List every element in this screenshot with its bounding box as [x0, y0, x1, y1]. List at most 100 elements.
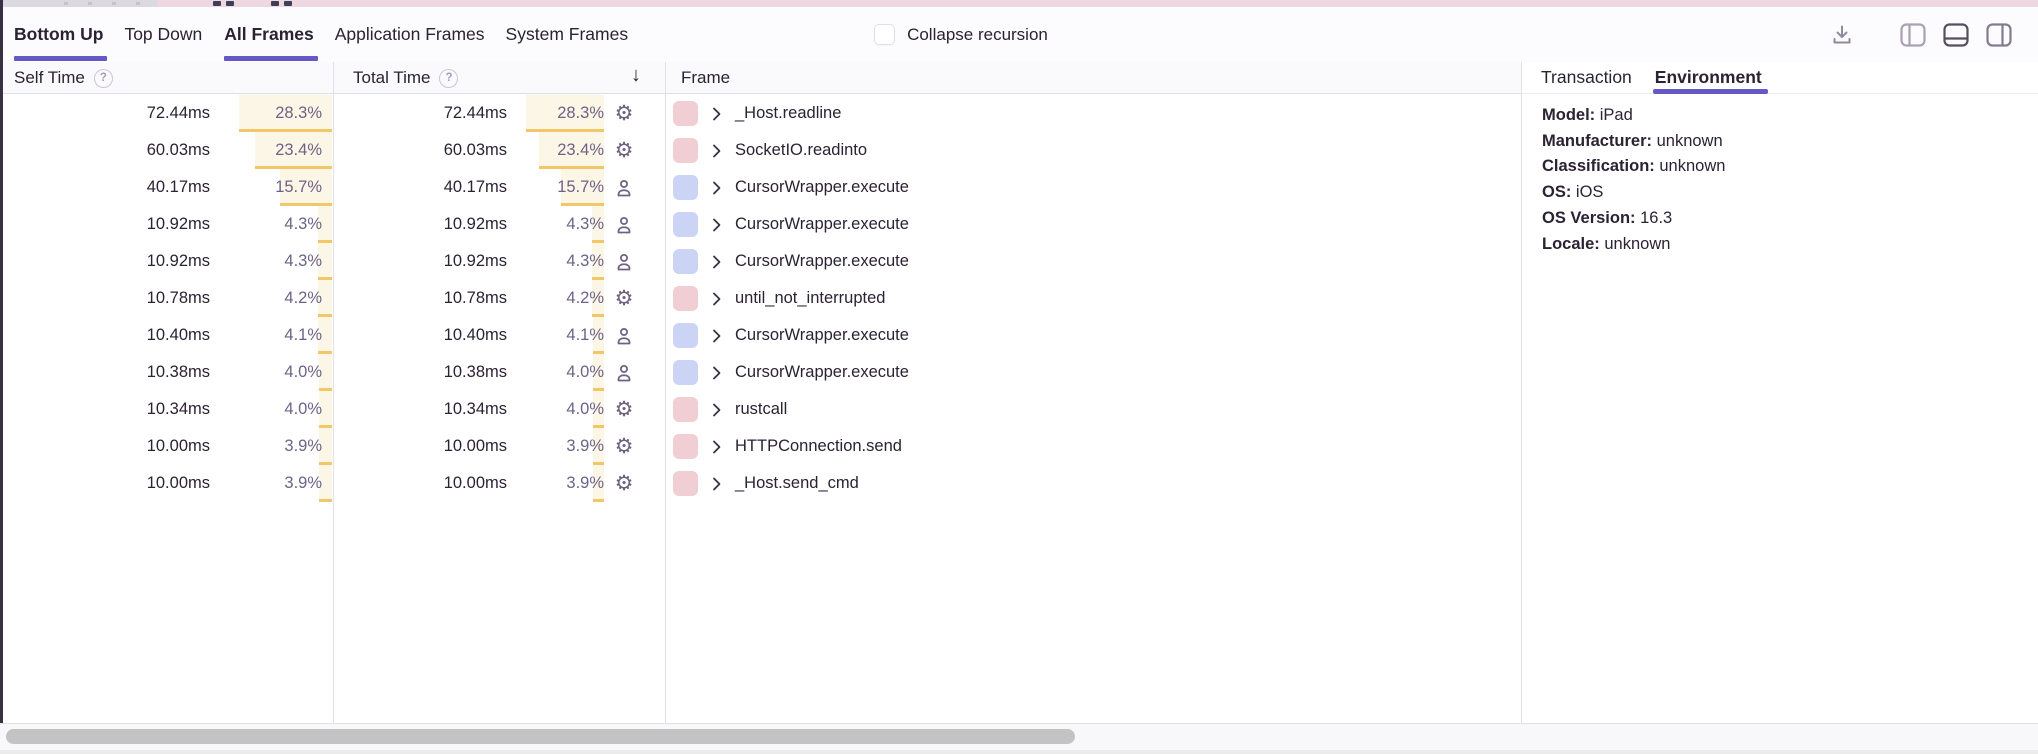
self-time-percent-bar: [318, 280, 332, 317]
self-time-percent-bar: [319, 465, 332, 502]
self-time-value: 72.44ms: [146, 104, 210, 122]
flamegraph-minimap-edge: [0, 0, 2038, 7]
total-time-percent-bar: [592, 280, 604, 317]
self-time-value: 10.92ms: [146, 252, 210, 270]
total-time-value: 40.17ms: [443, 178, 507, 196]
environment-value: unknown: [1654, 157, 1726, 176]
system-frame-gear-icon: ⚙: [614, 101, 634, 125]
chevron-right-icon[interactable]: [712, 140, 726, 161]
total-time-percent-bar: [525, 95, 604, 132]
chevron-right-icon[interactable]: [712, 362, 726, 383]
chevron-right-icon[interactable]: [712, 436, 726, 457]
tab-all-frames[interactable]: All Frames: [224, 7, 319, 62]
collapse-recursion-checkbox[interactable]: [874, 24, 896, 45]
chevron-right-icon[interactable]: [712, 251, 726, 272]
total-time-value: 60.03ms: [443, 141, 507, 159]
environment-line: Classification: unknown: [1542, 154, 2018, 180]
total-time-percent: 3.9%: [566, 437, 604, 455]
environment-line: OS: iOS: [1542, 180, 2018, 206]
frame-table-panel: Self Time ? Total Time ? ↓ Frame 72.44ms…: [0, 62, 1521, 723]
chevron-right-icon[interactable]: [712, 473, 726, 494]
total-time-percent-bar: [593, 428, 604, 465]
chevron-right-icon[interactable]: [712, 103, 726, 124]
total-time-percent: 23.4%: [557, 141, 604, 159]
environment-line: OS Version: 16.3: [1542, 206, 2018, 232]
horizontal-scrollbar-thumb[interactable]: [6, 729, 1075, 744]
self-time-value: 10.00ms: [146, 437, 210, 455]
self-time-percent: 28.3%: [275, 104, 322, 122]
system-frame-gear-icon: ⚙: [614, 471, 634, 495]
application-frame-user-icon: [610, 206, 638, 243]
tab-bottom-up[interactable]: Bottom Up: [14, 7, 108, 62]
tab-transaction[interactable]: Transaction: [1541, 67, 1632, 87]
help-icon[interactable]: ?: [439, 68, 459, 88]
self-time-value: 60.03ms: [146, 141, 210, 159]
environment-value: iOS: [1571, 183, 1604, 202]
frame-color-swatch: [673, 434, 698, 459]
environment-label: OS:: [1542, 183, 1572, 202]
chevron-right-icon[interactable]: [712, 177, 726, 198]
layout-right-icon[interactable]: [1984, 20, 2014, 50]
environment-label: Classification:: [1542, 157, 1655, 176]
table-row[interactable]: 10.40ms 4.1% 10.40ms 4.1% ⚙ CursorWrappe…: [0, 317, 1521, 354]
table-row[interactable]: 60.03ms 23.4% 60.03ms 23.4% ⚙ SocketIO.r…: [0, 132, 1521, 169]
frame-color-swatch: [673, 286, 698, 311]
total-time-percent: 4.3%: [566, 215, 604, 233]
table-row[interactable]: 10.38ms 4.0% 10.38ms 4.0% ⚙ CursorWrappe…: [0, 354, 1521, 391]
self-time-percent: 3.9%: [284, 474, 322, 492]
table-row[interactable]: 40.17ms 15.7% 40.17ms 15.7% ⚙ CursorWrap…: [0, 169, 1521, 206]
self-time-percent-bar: [318, 317, 332, 354]
self-time-percent-bar: [318, 354, 332, 391]
column-divider: [333, 62, 334, 723]
total-time-percent: 28.3%: [557, 104, 604, 122]
minimap-tick: [112, 2, 116, 5]
tab-top-down[interactable]: Top Down: [124, 24, 203, 44]
self-time-value: 10.78ms: [146, 289, 210, 307]
self-time-value: 10.34ms: [146, 400, 210, 418]
frame-color-swatch: [673, 101, 698, 126]
table-row[interactable]: 10.92ms 4.3% 10.92ms 4.3% ⚙ CursorWrappe…: [0, 206, 1521, 243]
table-row[interactable]: 10.92ms 4.3% 10.92ms 4.3% ⚙ CursorWrappe…: [0, 243, 1521, 280]
system-frame-gear-icon: ⚙: [614, 434, 634, 458]
chevron-right-icon[interactable]: [712, 214, 726, 235]
chevron-right-icon[interactable]: [712, 288, 726, 309]
collapse-recursion-toggle[interactable]: Collapse recursion: [874, 24, 1048, 45]
total-time-value: 10.34ms: [443, 400, 507, 418]
table-header-row: Self Time ? Total Time ? ↓ Frame: [0, 62, 1521, 94]
chevron-right-icon[interactable]: [712, 399, 726, 420]
table-row[interactable]: 10.00ms 3.9% 10.00ms 3.9% ⚙ HTTPConnecti…: [0, 428, 1521, 465]
left-edge-scroll-indicator: [0, 0, 3, 723]
self-time-percent: 3.9%: [284, 437, 322, 455]
tab-system-frames[interactable]: System Frames: [505, 24, 629, 44]
self-time-percent: 4.1%: [284, 326, 322, 344]
help-icon[interactable]: ?: [93, 68, 113, 88]
details-tabs: Transaction Environment: [1522, 62, 2038, 94]
column-header-total-time[interactable]: Total Time ? ↓: [353, 64, 641, 88]
frame-name: until_not_interrupted: [735, 289, 886, 307]
table-row[interactable]: 72.44ms 28.3% 72.44ms 28.3% ⚙ _Host.read…: [0, 95, 1521, 132]
table-row[interactable]: 10.34ms 4.0% 10.34ms 4.0% ⚙ rustcall: [0, 391, 1521, 428]
table-row[interactable]: 10.78ms 4.2% 10.78ms 4.2% ⚙ until_not_in…: [0, 280, 1521, 317]
self-time-value: 10.40ms: [146, 326, 210, 344]
frame-name: HTTPConnection.send: [735, 437, 902, 455]
minimap-frame-mark: [213, 1, 221, 6]
download-icon[interactable]: [1827, 20, 1857, 50]
chevron-right-icon[interactable]: [712, 325, 726, 346]
tab-application-frames[interactable]: Application Frames: [334, 24, 485, 44]
frame-name: CursorWrapper.execute: [735, 363, 909, 381]
total-time-value: 10.00ms: [443, 437, 507, 455]
layout-bottom-icon[interactable]: [1941, 20, 1971, 50]
horizontal-scrollbar[interactable]: [0, 724, 2038, 750]
total-time-percent-bar: [592, 206, 604, 243]
tab-environment[interactable]: Environment: [1652, 62, 1768, 94]
system-frame-gear-icon: ⚙: [614, 138, 634, 162]
layout-left-icon[interactable]: [1898, 20, 1928, 50]
column-header-frame[interactable]: Frame: [681, 68, 731, 87]
sort-desc-icon[interactable]: ↓: [631, 64, 641, 86]
application-frame-user-icon: [610, 317, 638, 354]
self-time-value: 10.00ms: [146, 474, 210, 492]
column-header-self-time[interactable]: Self Time ?: [0, 62, 333, 94]
environment-label: Manufacturer:: [1542, 131, 1653, 150]
table-row[interactable]: 10.00ms 3.9% 10.00ms 3.9% ⚙ _Host.send_c…: [0, 465, 1521, 502]
